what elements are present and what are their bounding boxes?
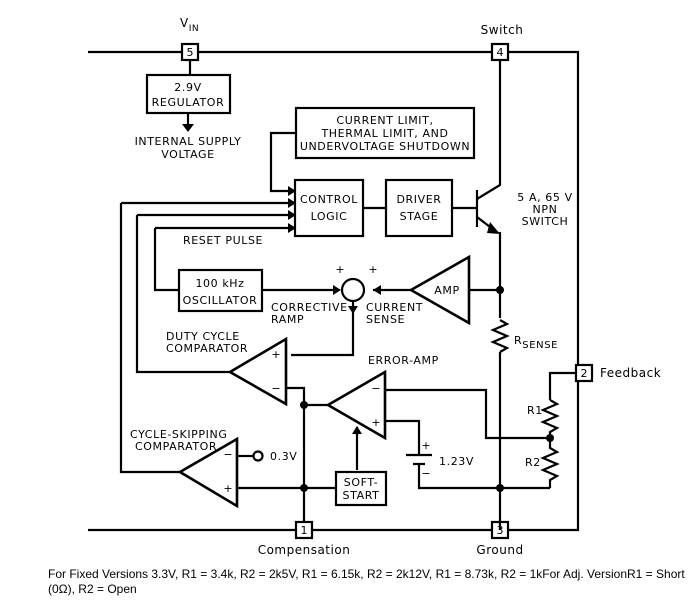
cycle-skipping-label-1: CYCLE-SKIPPING	[130, 428, 227, 441]
r1-label: R1	[527, 404, 543, 417]
error-amp-label: ERROR-AMP	[368, 354, 439, 367]
sum-plus-right: +	[368, 263, 377, 276]
driver-stage-label-2: STAGE	[400, 210, 439, 223]
package-outline	[88, 50, 580, 532]
current-sense-label-1: CURRENT	[366, 301, 423, 314]
duty-cycle-label-2: COMPARATOR	[166, 342, 248, 355]
error-minus-wire	[385, 388, 550, 440]
oscillator-label-1: 100 kHz	[195, 277, 244, 290]
arrow-icon	[288, 223, 296, 233]
pin-compensation-label: Compensation	[258, 543, 351, 557]
pin-feedback: 2 Feedback	[574, 363, 661, 383]
control-logic-label-1: CONTROL	[300, 193, 358, 206]
feedback-wire	[548, 371, 576, 400]
arrow-icon	[288, 186, 296, 196]
corrective-ramp-label-2: RAMP	[271, 313, 304, 326]
cycle-skipping-comparator	[177, 436, 239, 509]
error-plus-sign: +	[371, 416, 380, 429]
arrow-icon	[333, 285, 341, 295]
r1-resistor-icon	[540, 399, 560, 438]
threshold-terminal-icon	[252, 450, 264, 462]
ref-plus-sign: +	[421, 439, 430, 452]
duty-plus-sign: +	[271, 348, 280, 361]
supply-arrow-icon	[182, 124, 194, 132]
duty-minus-wire	[286, 386, 306, 406]
cycle-skipping-label-2: COMPARATOR	[135, 440, 217, 453]
protection-label-2: THERMAL LIMIT, AND	[320, 127, 448, 140]
rsense-resistor-icon	[490, 319, 510, 353]
arrow-icon	[352, 426, 362, 434]
reference-label: 1.23V	[439, 455, 474, 468]
pin-switch-label: Switch	[481, 23, 524, 37]
pin-compensation-number: 1	[301, 524, 308, 537]
r2-resistor-icon	[540, 438, 560, 488]
error-minus-sign: −	[371, 382, 380, 395]
protection-label-1: CURRENT LIMIT,	[336, 114, 433, 127]
ref-minus-sign: −	[421, 467, 430, 480]
reset-pulse-label: RESET PULSE	[183, 234, 263, 247]
skip-minus-sign: −	[223, 448, 232, 461]
oscillator-block	[177, 268, 264, 313]
driver-stage-label-1: DRIVER	[396, 193, 441, 206]
npn-label-2: NPN	[533, 203, 558, 216]
pin-switch-number: 4	[497, 46, 504, 59]
junction-dot	[300, 484, 308, 492]
protection-block	[294, 106, 476, 160]
junction-dot	[496, 484, 504, 492]
error-plus-wire	[385, 419, 421, 454]
internal-supply-label-2: VOLTAGE	[161, 148, 214, 161]
sum-plus-left: +	[335, 263, 344, 276]
pin-ground-number: 3	[497, 524, 504, 537]
duty-cycle-comparator	[227, 336, 288, 407]
duty-cycle-out-wire	[135, 215, 230, 374]
block-diagram: 5 VIN 4 Switch 2 Feedback 1 Compensation…	[88, 16, 661, 557]
current-sense-label-2: SENSE	[366, 313, 405, 326]
pin-vin-number: 5	[187, 46, 194, 59]
pin-vin-label: VIN	[180, 16, 199, 34]
protection-wire	[269, 131, 296, 193]
summing-junction-icon	[340, 277, 366, 303]
soft-start-label-2: START	[343, 489, 380, 502]
control-logic-block	[293, 178, 365, 238]
reference-ground-wire	[417, 464, 550, 490]
sum-to-comparator-wire	[291, 301, 355, 357]
duty-cycle-label-1: DUTY CYCLE	[166, 330, 240, 343]
r2-label: R2	[525, 456, 541, 469]
control-logic-label-2: LOGIC	[311, 210, 348, 223]
npn-label-1: 5 A, 65 V	[517, 191, 572, 204]
cycle-skip-out-wire	[119, 203, 180, 474]
arrow-icon	[288, 210, 296, 220]
internal-supply-label-1: INTERNAL SUPPLY	[135, 135, 242, 148]
rsense-label: RSENSE	[514, 334, 558, 351]
junction-dot	[496, 286, 504, 294]
error-amp	[325, 369, 387, 441]
regulator-label-2: REGULATOR	[152, 96, 225, 109]
skip-plus-sign: +	[223, 482, 232, 495]
oscillator-reset-wire	[153, 228, 179, 292]
arrow-icon	[348, 306, 358, 314]
pin-ground-label: Ground	[476, 543, 523, 557]
npn-transistor-icon	[475, 60, 502, 530]
protection-label-3: UNDERVOLTAGE SHUTDOWN	[300, 140, 470, 153]
pin-switch: 4 Switch	[481, 23, 524, 62]
duty-minus-sign: −	[271, 382, 280, 395]
arrow-icon	[373, 285, 381, 295]
threshold-label: 0.3V	[270, 450, 297, 463]
regulator-label-1: 2.9V	[174, 81, 201, 94]
amp-label: AMP	[434, 284, 459, 297]
corrective-ramp-label-1: CORRECTIVE	[271, 301, 348, 314]
pin-feedback-label: Feedback	[600, 366, 661, 380]
pin-vin: 5 VIN	[180, 16, 200, 62]
pin-feedback-number: 2	[581, 367, 588, 380]
caption-text: For Fixed Versions 3.3V, R1 = 3.4k, R2 =…	[48, 567, 685, 596]
soft-start-label-1: SOFT-	[344, 476, 378, 489]
driver-stage-block	[384, 178, 454, 238]
npn-label-3: SWITCH	[522, 215, 569, 228]
arrow-icon	[288, 198, 296, 208]
oscillator-label-2: OSCILLATOR	[183, 294, 258, 307]
pin-compensation: 1 Compensation	[258, 520, 351, 557]
